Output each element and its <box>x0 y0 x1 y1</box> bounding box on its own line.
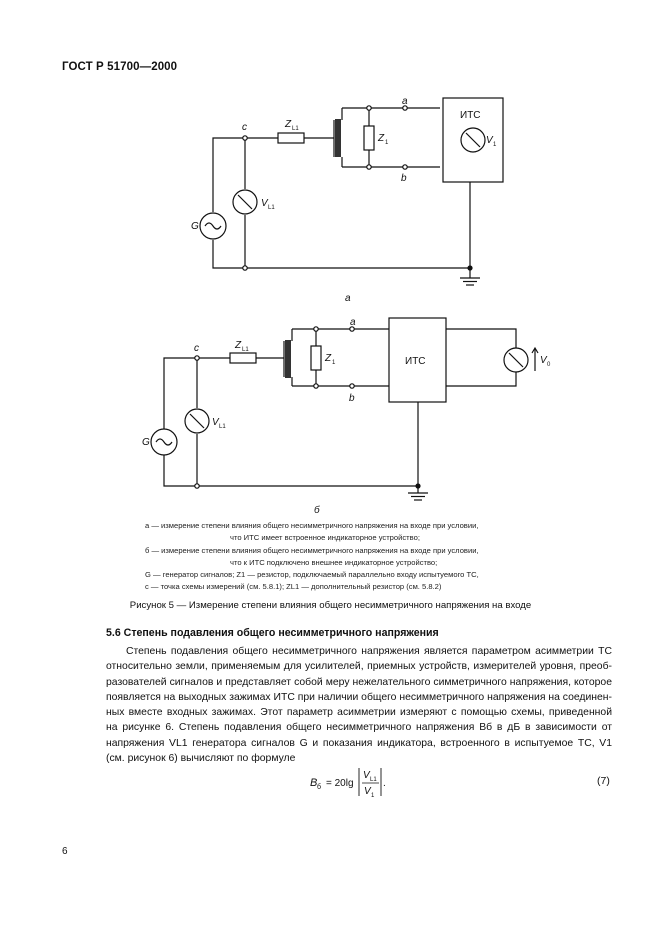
formula-end: . <box>383 778 386 789</box>
label-g-a: G <box>191 221 199 232</box>
label-zl1-b: Z <box>234 340 242 351</box>
label-z1-sub-a: 1 <box>385 140 389 146</box>
paragraph-line: (см. рисунок 6) вычисляют по формуле <box>106 753 296 765</box>
label-z1-b: Z <box>324 353 332 364</box>
paragraph-line: ных вместе входных зажимах. Этот парамет… <box>106 707 612 719</box>
formula-den: V <box>364 786 372 797</box>
diagram-a <box>212 97 504 286</box>
label-zl1-sub-b: L1 <box>242 347 249 353</box>
paragraph-line: Степень подавления общего несимметричног… <box>126 646 612 657</box>
section-paragraph: Степень подавления общего несимметричног… <box>106 644 612 766</box>
label-v0-sub-b: 0 <box>547 362 551 368</box>
label-c-a: c <box>242 122 247 133</box>
paragraph-line: появляется на выходных зажимах ИТС при н… <box>106 691 612 703</box>
label-zl1-sub-a: L1 <box>292 126 299 132</box>
formula-num: V <box>363 770 371 781</box>
label-a-b: a <box>350 317 356 328</box>
label-vl1-a: V <box>261 198 269 209</box>
paragraph-line: относительно земли, применяемым для усил… <box>106 661 612 673</box>
standard-header: ГОСТ Р 51700—2000 <box>62 61 178 73</box>
section-title: 5.6 Степень подавления общего несимметри… <box>106 627 439 639</box>
label-c-b: c <box>194 343 199 354</box>
paragraph-line: напряжения VL1 генератора сигналов G и п… <box>106 737 612 749</box>
legend-line: б — измерение степени влияния общего нес… <box>145 545 479 555</box>
label-b-b: b <box>349 393 355 404</box>
label-a-a: a <box>402 96 408 107</box>
tilde-icon-b <box>155 438 173 446</box>
caption-b: б <box>314 504 320 516</box>
figure-caption: Рисунок 5 — Измерение степени влияния об… <box>129 600 532 611</box>
formula-eq: = 20lg <box>326 778 354 789</box>
transformer-b <box>285 340 291 378</box>
label-vl1-sub-a: L1 <box>268 205 275 211</box>
legend-line: что ИТС имеет встроенное индикаторное ус… <box>230 533 420 543</box>
transformer-a <box>335 119 341 157</box>
formula: B б = 20lg V L1 V 1 . <box>310 768 386 799</box>
formula-lhs: B <box>310 777 317 789</box>
label-v0-b: V <box>540 355 548 366</box>
label-z1-a: Z <box>377 133 385 144</box>
equation-number: (7) <box>597 775 610 787</box>
label-b-a: b <box>401 173 407 184</box>
label-zl1-a: Z <box>284 119 292 130</box>
label-g-b: G <box>142 437 150 448</box>
label-v1-a: V <box>486 135 494 146</box>
tilde-icon-a <box>204 222 222 230</box>
label-v1-sub-a: 1 <box>493 142 497 148</box>
figure-legend: а — измерение степени влияния общего нес… <box>140 520 580 594</box>
label-vl1-b: V <box>212 417 220 428</box>
legend-line: c — точка схемы измерений (см. 5.8.1); Z… <box>145 582 442 592</box>
label-its-b: ИТС <box>405 356 426 367</box>
resistor-z1-b <box>310 345 322 371</box>
resistor-zl1-a <box>277 132 305 144</box>
resistor-zl1-b <box>229 352 257 364</box>
paragraph-line: разователей сигналов и представляет собо… <box>106 676 612 688</box>
formula-lhs-sub: б <box>317 783 321 791</box>
formula-num-sub: L1 <box>370 777 377 783</box>
page-number: 6 <box>62 846 68 857</box>
circuit-figures: c Z L1 Z 1 a b ИТС V 1 G V L1 a c Z L1 Z… <box>142 96 551 516</box>
label-z1-sub-b: 1 <box>332 360 336 366</box>
legend-line: что к ИТС подключено внешнее индикаторно… <box>230 557 438 567</box>
caption-a: a <box>345 293 351 304</box>
legend-line: G — генератор сигналов; Z1 — резистор, п… <box>145 570 479 580</box>
legend-line: а — измерение степени влияния общего нес… <box>145 521 479 530</box>
paragraph-line: на рисунке 6. Степень подавления общего … <box>106 722 612 734</box>
label-vl1-sub-b: L1 <box>219 424 226 430</box>
resistor-z1-a <box>363 125 375 151</box>
diagram-b <box>163 317 539 501</box>
formula-den-sub: 1 <box>371 793 375 799</box>
label-its-a: ИТС <box>460 110 481 121</box>
